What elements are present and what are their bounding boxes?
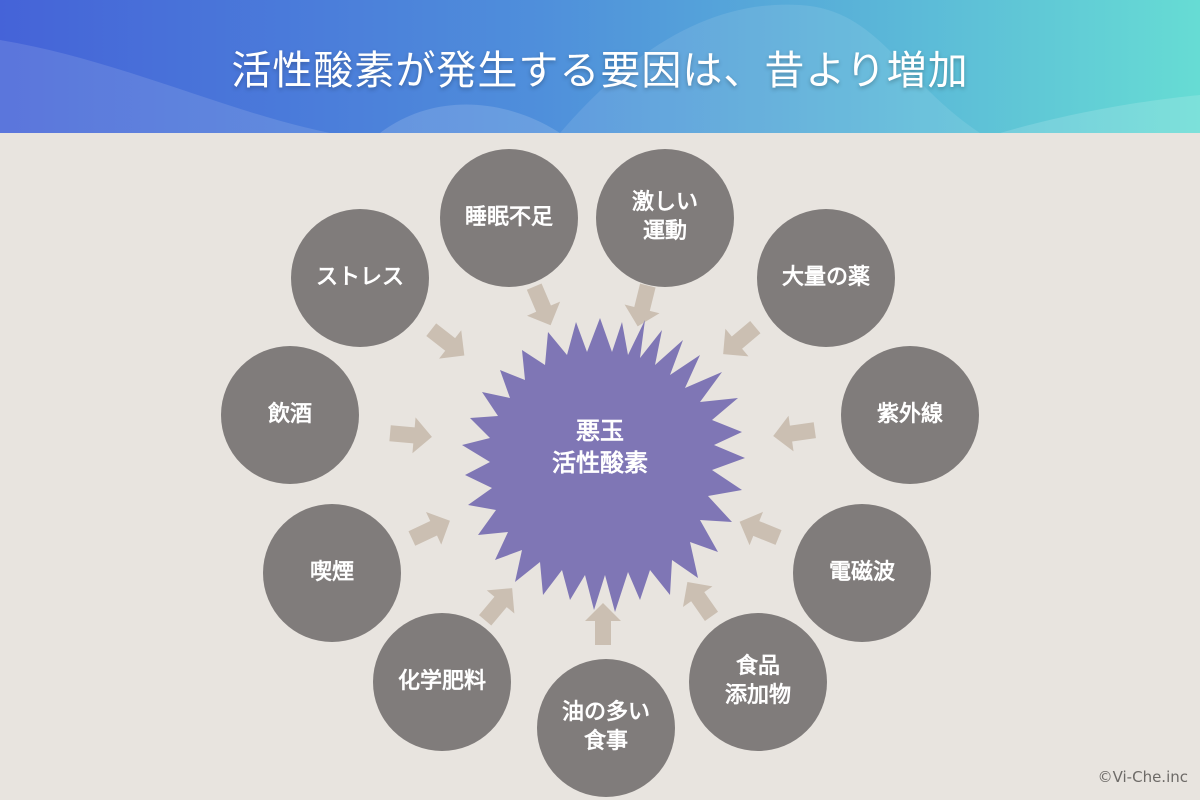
factor-node-ultraviolet: 紫外線	[841, 346, 979, 484]
factor-node-food-additives: 食品 添加物	[689, 613, 827, 751]
arrow-icon	[732, 505, 786, 555]
arrow-icon	[388, 415, 434, 455]
factor-node-electromagnetic-waves: 電磁波	[793, 504, 931, 642]
starburst-shape	[462, 318, 745, 612]
wave-decoration	[0, 4, 1200, 133]
factor-node-smoking: 喫煙	[263, 504, 401, 642]
factor-node-heavy-medication: 大量の薬	[757, 209, 895, 347]
copyright-text: ©Vi-Che.inc	[1097, 768, 1188, 786]
factor-node-oily-diet: 油の多い 食事	[537, 659, 675, 797]
arrow-icon	[620, 281, 666, 331]
arrow-icon	[517, 279, 568, 333]
arrow-icon	[672, 571, 727, 627]
factor-node-stress: ストレス	[291, 209, 429, 347]
arrow-icon	[711, 313, 767, 368]
factor-node-intense-exercise: 激しい 運動	[596, 149, 734, 287]
page-title: 活性酸素が発生する要因は、昔より増加	[231, 47, 969, 94]
arrow-icon	[420, 315, 476, 370]
factor-node-chemical-fertilizer: 化学肥料	[373, 613, 511, 751]
center-label: 悪玉 活性酸素	[552, 417, 648, 478]
factor-node-sleep-deprivation: 睡眠不足	[440, 149, 578, 287]
arrow-icon	[404, 504, 458, 555]
arrow-icon	[770, 412, 818, 454]
header-banner: 活性酸素が発生する要因は、昔より増加	[0, 0, 1200, 133]
factor-node-drinking: 飲酒	[221, 346, 359, 484]
